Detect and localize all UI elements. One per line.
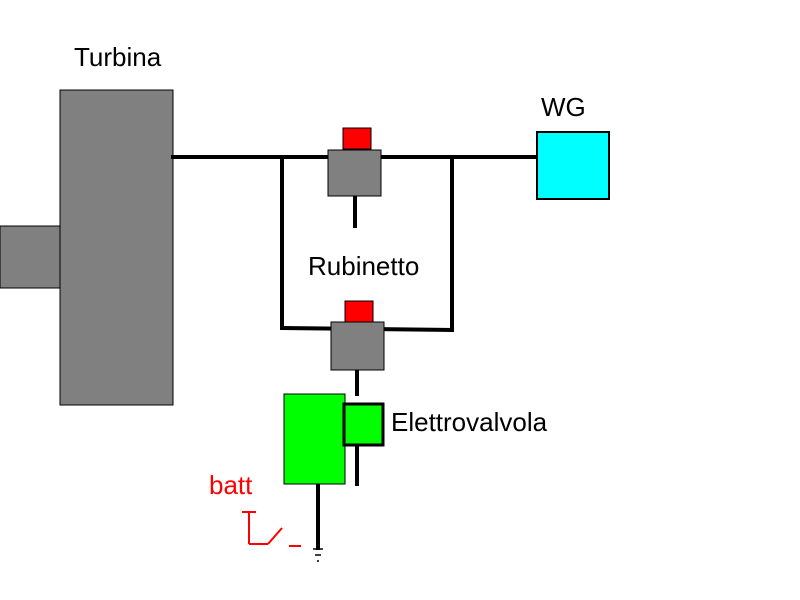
turbine-outlet-stub — [0, 225, 62, 289]
valve-lower-knob-icon — [344, 300, 374, 323]
tap-valve-body — [327, 149, 382, 197]
wastegate-box — [536, 131, 610, 200]
label-rubinetto: Rubinetto — [308, 251, 419, 281]
solenoid-valve — [283, 393, 385, 485]
valve-lower-body — [330, 321, 385, 371]
label-turbina: Turbina — [74, 42, 162, 72]
switch-icon — [242, 511, 301, 547]
tap-valve-upper — [327, 127, 382, 197]
turbine-body — [59, 89, 174, 406]
solenoid-body — [283, 393, 346, 485]
label-elettrovalvola: Elettrovalvola — [391, 407, 548, 437]
solenoid-port — [342, 402, 385, 447]
label-batt: batt — [209, 470, 253, 500]
ground-icon — [313, 548, 323, 562]
turbine — [0, 89, 174, 406]
tap-valve-knob-icon — [342, 127, 372, 150]
valve-lower — [330, 300, 385, 371]
label-wg: WG — [541, 92, 586, 122]
